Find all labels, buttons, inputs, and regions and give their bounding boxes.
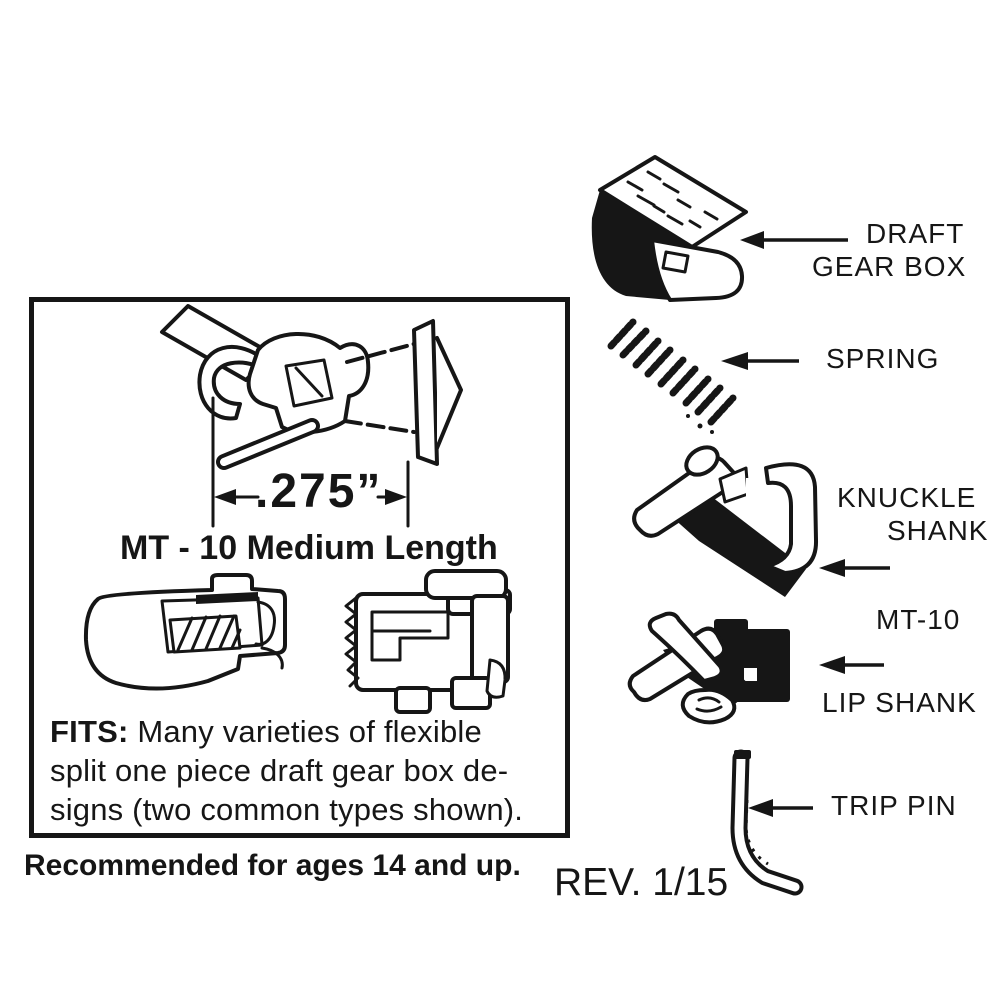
split-gearbox-type2-drawing — [344, 569, 512, 714]
fits-heading: FITS: — [50, 714, 129, 749]
draft-gear-box-drawing — [591, 155, 748, 302]
age-recommendation-text: Recommended for ages 14 and up. — [24, 849, 521, 882]
lip-shank-arrow — [819, 656, 884, 674]
left-arrow-icon — [819, 656, 845, 674]
knuckle-shank-drawing — [632, 445, 819, 597]
label-draft-gear-box-line1: DRAFT — [866, 218, 965, 249]
draft-gear-box-arrow — [740, 231, 848, 249]
lip-shank-drawing — [627, 611, 790, 725]
dimension-left-arrow-icon — [214, 489, 236, 505]
knuckle-shank-arrow — [819, 559, 890, 577]
fits-line-1-rest: Many varieties of flexible — [128, 714, 482, 749]
left-arrow-icon — [819, 559, 845, 577]
fits-text-line-1: FITS: Many varieties of flexible — [50, 716, 482, 747]
trip-pin-drawing — [730, 749, 804, 896]
coupler-caption: MT - 10 Medium Length — [120, 529, 498, 567]
label-model-mt10: MT-10 — [876, 604, 961, 635]
label-lip-shank: LIP SHANK — [822, 687, 977, 718]
label-knuckle-shank-line2: SHANK — [887, 515, 989, 546]
info-box — [29, 297, 570, 838]
dimension-right-arrow-icon — [385, 489, 407, 505]
spring-arrow — [721, 352, 799, 370]
label-knuckle-shank-line1: KNUCKLE — [837, 482, 977, 513]
dimension-annotation — [211, 396, 410, 528]
fits-text-line-2: split one piece draft gear box de- — [50, 753, 509, 788]
revision-text: REV. 1/15 — [554, 861, 729, 904]
label-spring: SPRING — [826, 343, 940, 374]
fits-text-line-3: signs (two common types shown). — [50, 792, 524, 827]
left-arrow-icon — [721, 352, 748, 370]
spring-drawing — [607, 318, 737, 434]
label-draft-gear-box-line2: GEAR BOX — [812, 251, 967, 282]
trip-pin-arrow — [748, 799, 813, 817]
label-trip-pin: TRIP PIN — [831, 790, 957, 821]
measurement-text: .275” — [255, 465, 383, 518]
coupler-side-view-drawing — [160, 304, 463, 470]
left-arrow-icon — [740, 231, 764, 249]
split-gearbox-type1-drawing — [83, 573, 287, 691]
left-arrow-icon — [748, 799, 773, 817]
